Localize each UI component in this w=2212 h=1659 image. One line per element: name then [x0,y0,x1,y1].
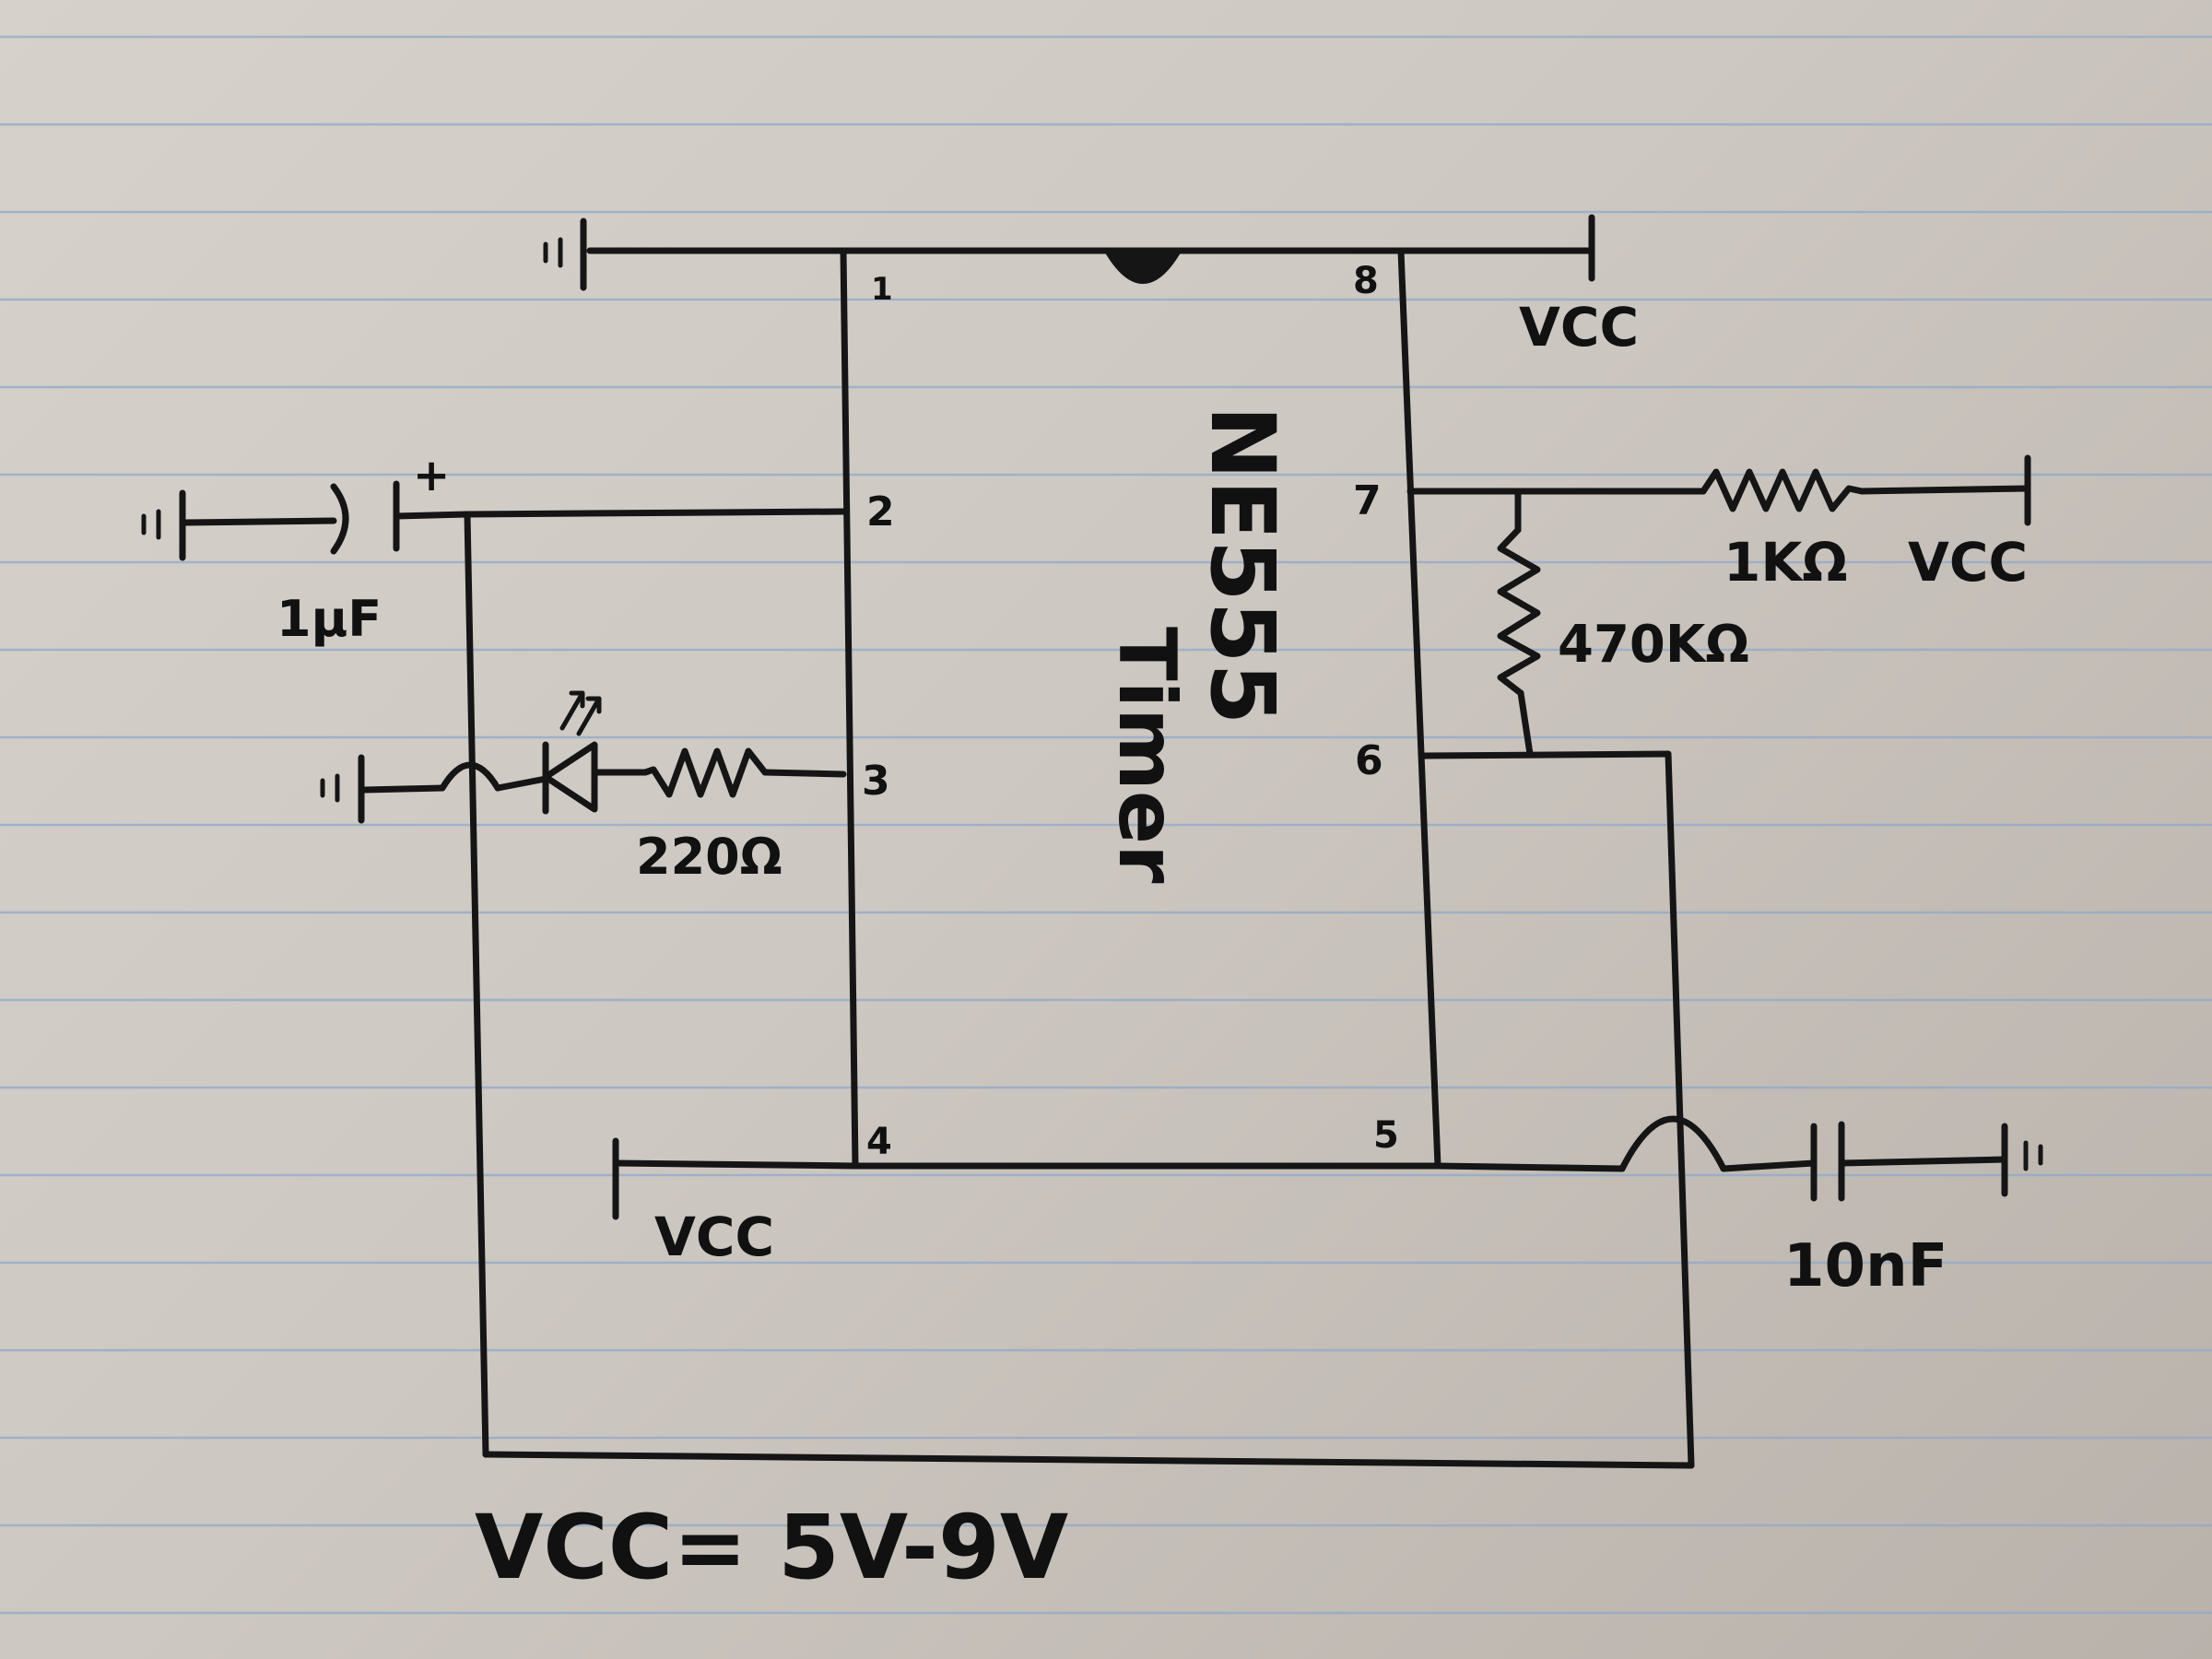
c1uf-polarity-label: + [413,450,450,501]
pin-2-label: 2 [866,488,895,535]
c10nf-value-label: 10nF [1783,1232,1947,1300]
pin-5-label: 5 [1373,1114,1399,1157]
supply-note-label: VCC= 5V-9V [475,1496,1068,1599]
pin-4-label: 4 [866,1121,892,1163]
r470k-value-label: 470KΩ [1558,615,1749,675]
r470k-wire [1497,488,1541,758]
vcc-pin4-label: VCC [654,1206,774,1268]
pin-1-label: 1 [871,271,893,308]
chip-sub-label: Timer [1100,627,1193,884]
r1k-value-label: 1KΩ [1724,531,1848,594]
chip-name-label: NE555 [1191,406,1294,724]
ic-notch [1102,249,1183,284]
pin8-vcc-wire [1397,214,1595,282]
pin-3-label: 3 [862,758,890,805]
pin-8-label: 8 [1353,260,1379,302]
pin7-discharge-wire [1406,454,2031,526]
pin-6-label: 6 [1355,737,1383,784]
vcc-top-label: VCC [1519,296,1639,359]
ic-body [840,247,1441,1170]
pin4-vcc-wire [612,1137,859,1220]
vcc-r1k-label: VCC [1908,531,2028,594]
pin5-control-wire [1434,1115,2043,1202]
pin-7-label: 7 [1353,477,1382,524]
pin2-trigger-wire [141,480,847,1458]
pin6-threshold-wire [482,750,1695,1469]
c1uf-value-label: 1µF [276,590,382,648]
r220-value-label: 220Ω [636,828,782,886]
pin3-output-wire [320,690,847,824]
pin1-ground-wire [543,218,847,291]
